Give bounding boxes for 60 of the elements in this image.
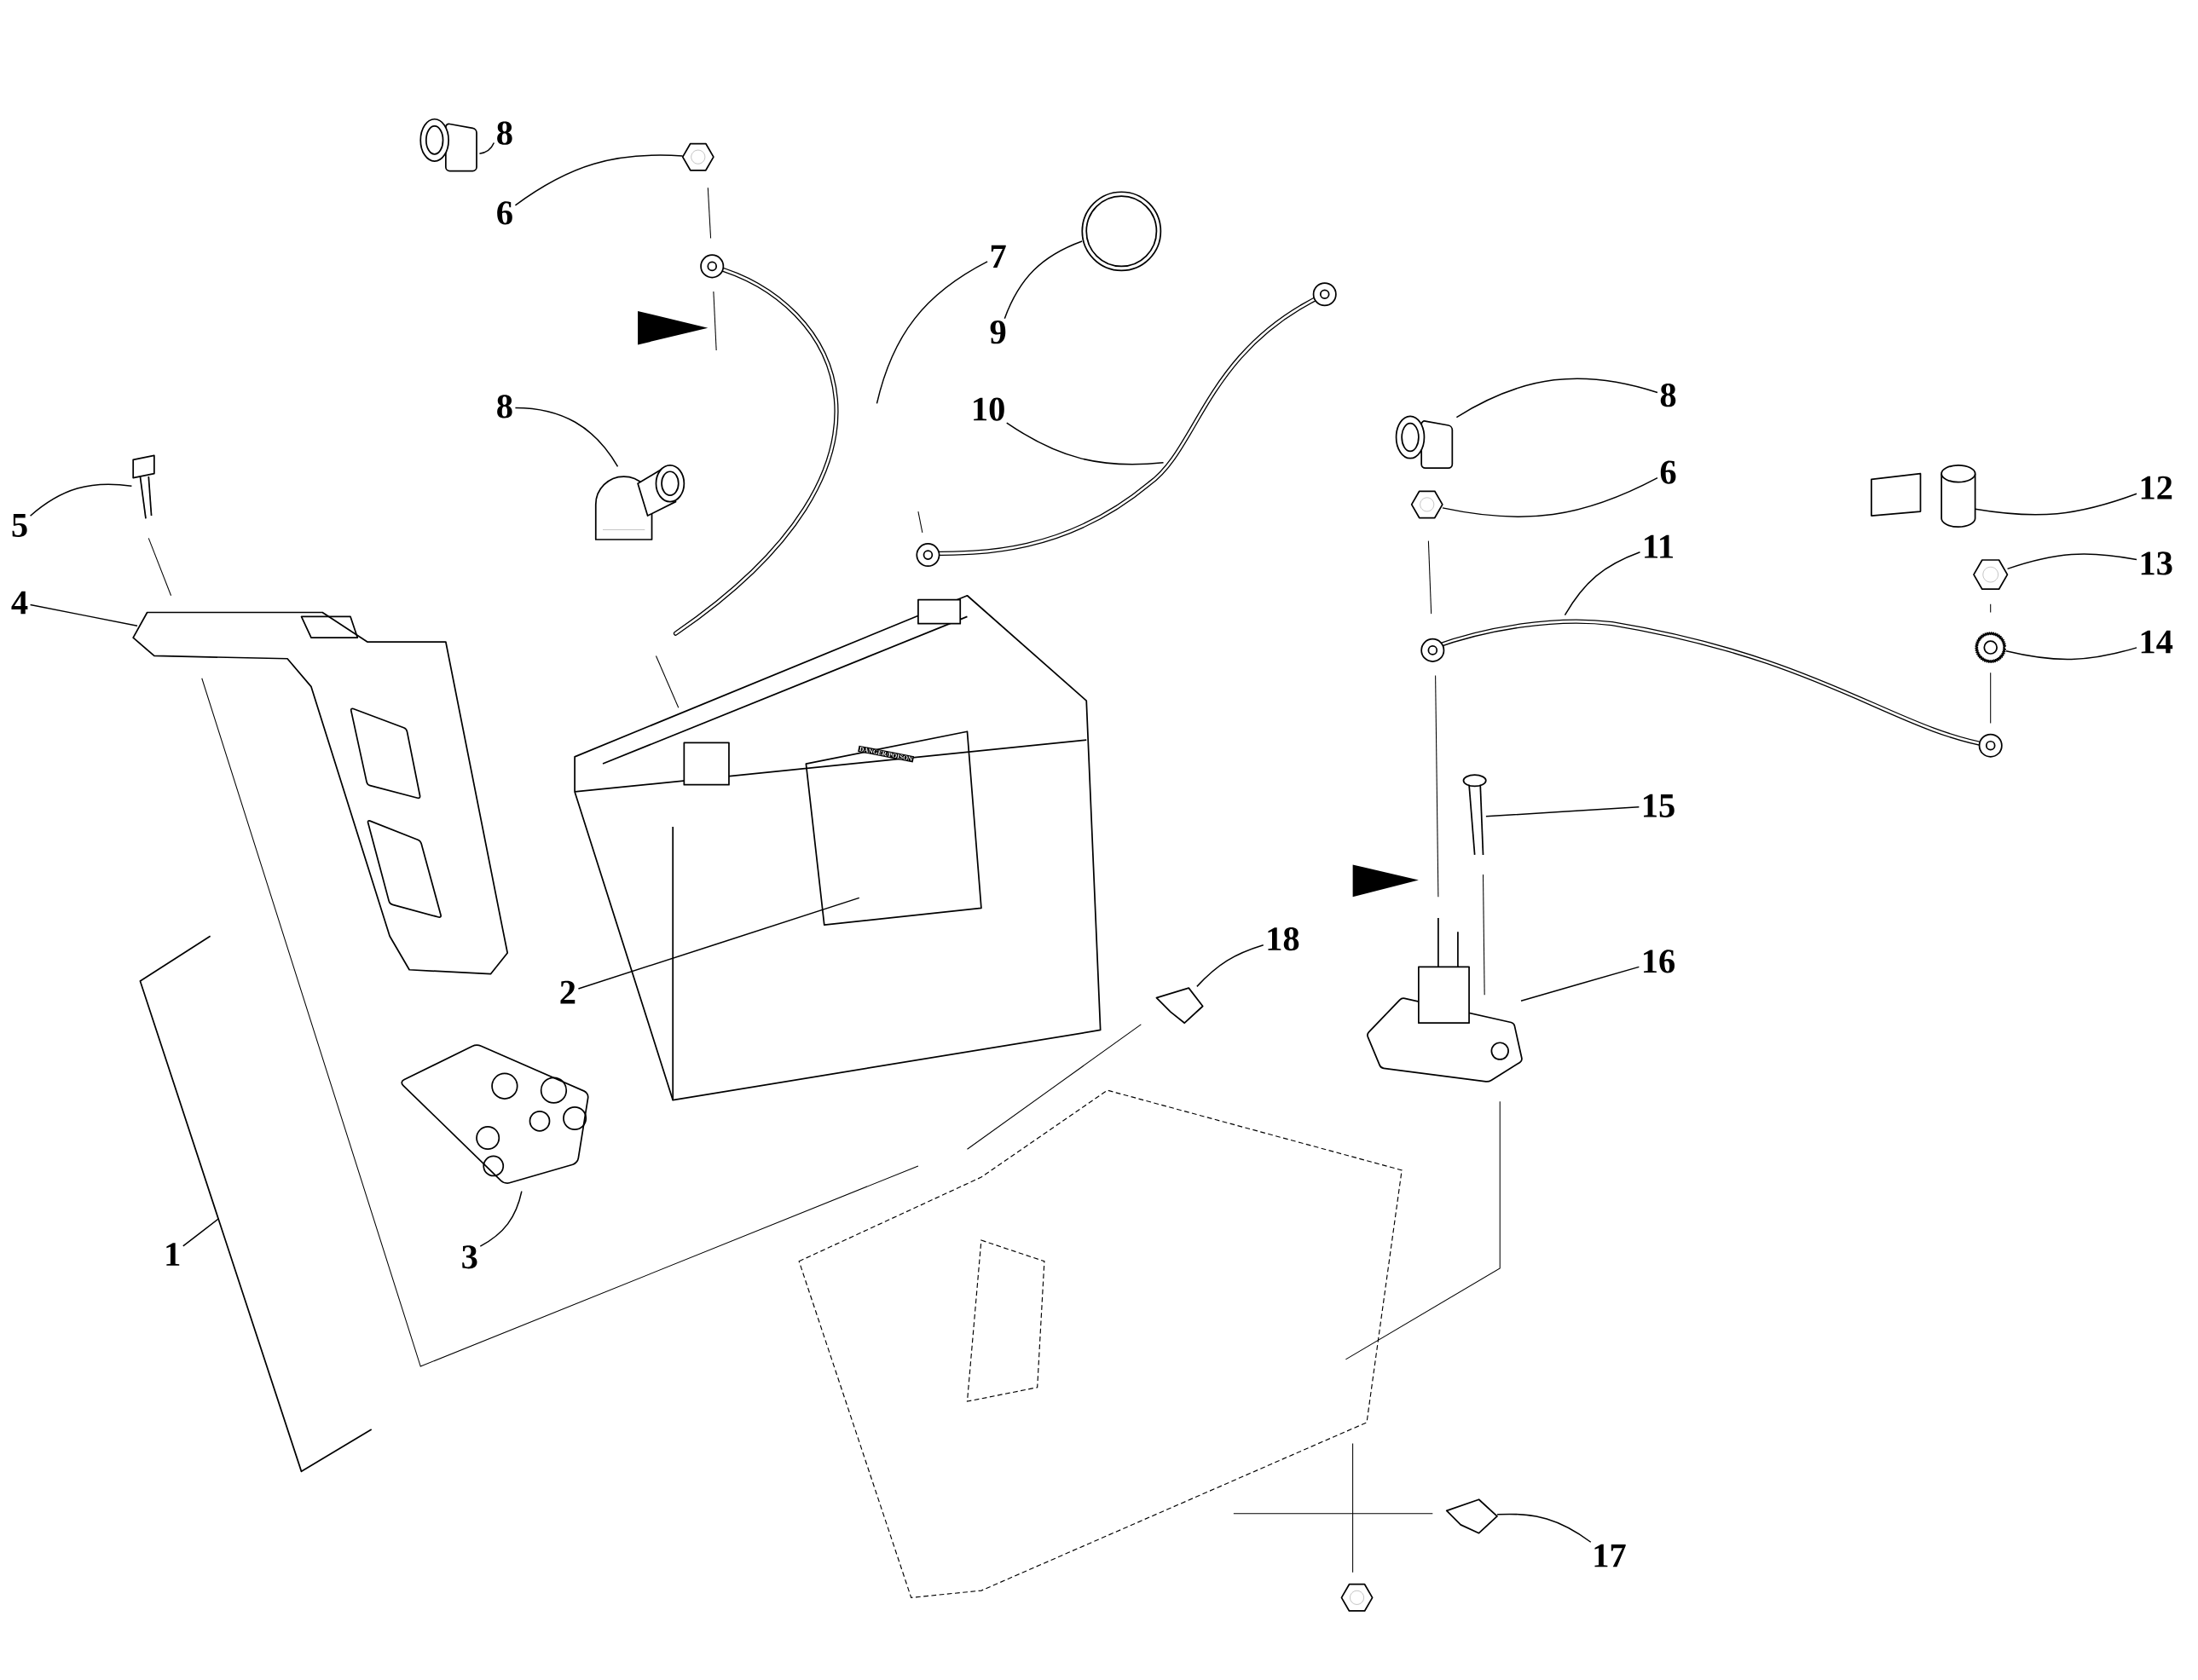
battery-bracket-drawing: [132, 611, 509, 975]
callout-number: 8: [497, 121, 512, 145]
leader-line: [1455, 378, 1658, 419]
leader-line: [1442, 476, 1658, 517]
screw-drawing: [1462, 774, 1487, 856]
callout-number: 15: [1644, 794, 1675, 817]
leader-line: [1004, 240, 1083, 320]
callout-number: 16: [1644, 950, 1675, 973]
leader-line: [29, 483, 133, 517]
clip-nut-drawing: [1155, 987, 1204, 1024]
leader-line: [478, 141, 495, 154]
callout-number: 6: [1660, 460, 1676, 484]
nut-drawing: [681, 142, 714, 171]
hardware-kit-drawing: [401, 1044, 589, 1184]
leader-line: [577, 897, 860, 990]
leader-line: [29, 603, 138, 626]
leader-line: [1485, 805, 1640, 817]
leader-line: [1006, 422, 1165, 465]
callout-number: 17: [1594, 1544, 1626, 1567]
nut-drawing: [1410, 490, 1443, 519]
boot-cap-drawing: [1395, 415, 1454, 469]
callout-number: 12: [2141, 476, 2172, 499]
callout-number: 18: [1268, 927, 1299, 951]
bracket-line: [139, 935, 373, 1473]
callout-number: 3: [462, 1245, 477, 1269]
clip-ring-drawing: [1081, 191, 1162, 272]
leader-line: [514, 407, 619, 467]
boot-cap-drawing: [594, 464, 685, 540]
nut-drawing: [1973, 559, 2009, 590]
leader-line: [1196, 944, 1264, 987]
leader-line: [2006, 553, 2137, 569]
leader-line: [2005, 647, 2137, 661]
boot-cap-drawing: [419, 118, 477, 172]
callout-number: 11: [1645, 534, 1674, 558]
cable-drawing: [916, 282, 1337, 567]
leader-line: [182, 1217, 220, 1247]
bolt-drawing: [132, 454, 155, 520]
battery-drawing: [574, 594, 1102, 1101]
leader-line: [1520, 966, 1640, 1002]
callout-number: 14: [2141, 630, 2173, 654]
callout-number: 8: [497, 395, 512, 419]
callout-number: 13: [2141, 551, 2172, 575]
leader-line: [876, 261, 988, 404]
leader-line: [1564, 551, 1641, 616]
lock-washer-drawing: [1975, 632, 2007, 663]
solenoid-drawing: [1367, 916, 1523, 1082]
callout-number: 4: [11, 591, 28, 615]
cable-drawing: [1420, 619, 2003, 758]
leader-line: [1975, 493, 2137, 516]
callout-number: 8: [1660, 383, 1676, 407]
leader-line: [514, 154, 684, 206]
terminal-cap-drawing: [1871, 464, 1976, 528]
callout-number: 6: [497, 201, 512, 225]
clip-nut-drawing: [1445, 1498, 1498, 1534]
callout-number: 7: [991, 245, 1006, 268]
callout-number: 2: [560, 980, 576, 1004]
leader-line: [1496, 1513, 1592, 1543]
leader-line: [479, 1190, 523, 1247]
callout-number: 5: [12, 513, 27, 537]
cable-drawing: [673, 254, 838, 636]
